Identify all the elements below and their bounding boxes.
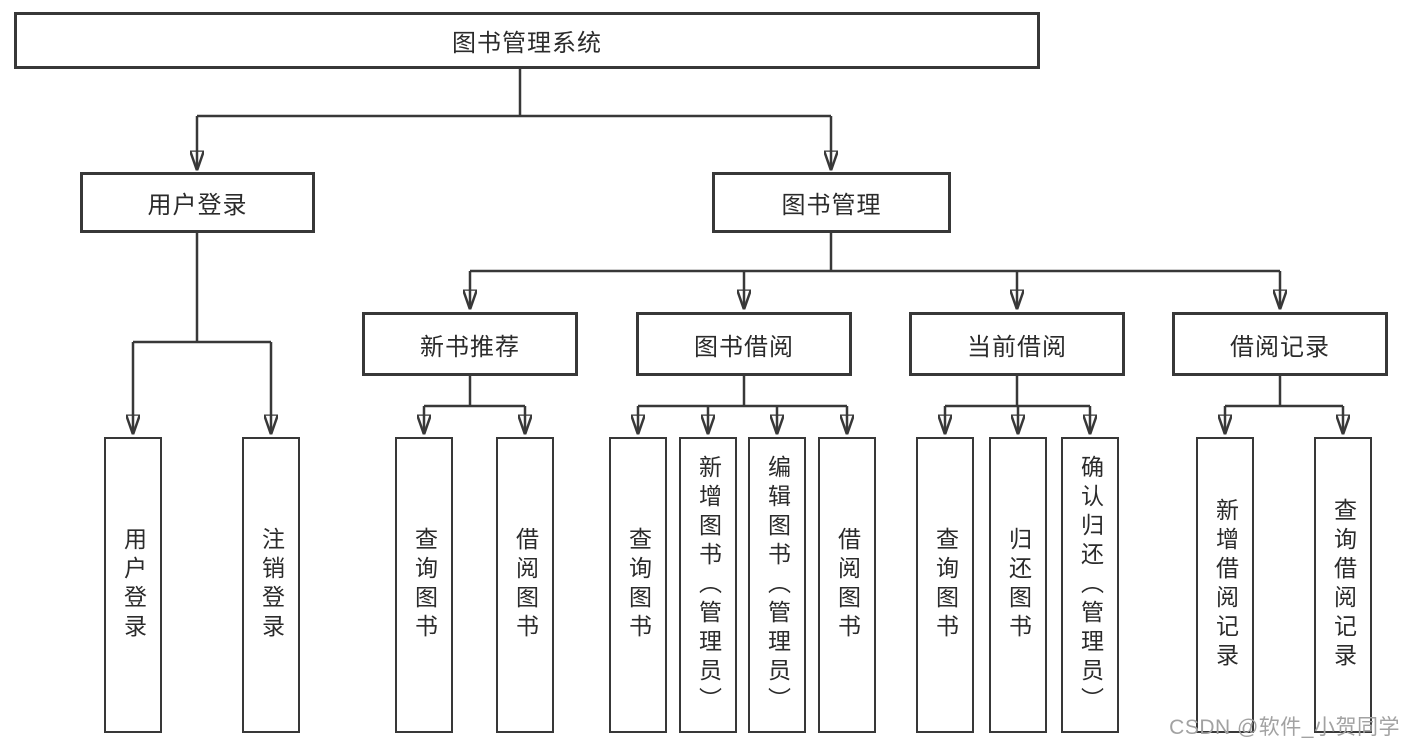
- node-label: 图书管理: [781, 192, 882, 219]
- leaf-borrow-books-recommend: 借阅图书: [496, 437, 554, 733]
- edge-book-management-to-level2: [470, 233, 1280, 309]
- leaf-add-borrow-record: 新增借阅记录: [1196, 437, 1254, 733]
- node-root-library-system: 图书管理系统: [14, 12, 1040, 69]
- node-label: 新增图书（管理员）: [695, 454, 722, 716]
- node-label: 确认归还（管理员）: [1077, 454, 1104, 716]
- node-label: 图书管理系统: [452, 30, 602, 57]
- leaf-borrow-books: 借阅图书: [818, 437, 876, 733]
- node-book-management: 图书管理: [712, 172, 951, 233]
- leaf-logout: 注销登录: [242, 437, 300, 733]
- node-label: 当前借阅: [967, 333, 1067, 361]
- leaf-edit-books-admin: 编辑图书（管理员）: [748, 437, 806, 733]
- leaf-confirm-return-admin: 确认归还（管理员）: [1061, 437, 1119, 733]
- node-label: 借阅图书: [512, 527, 539, 643]
- edge-root-to-level1: [197, 69, 831, 170]
- leaf-query-borrow-record: 查询借阅记录: [1314, 437, 1372, 733]
- leaf-add-books-admin: 新增图书（管理员）: [679, 437, 737, 733]
- node-label: 用户登录: [147, 192, 248, 219]
- csdn-watermark: CSDN @软件_小贺同学: [1169, 716, 1400, 739]
- node-new-book-recommend: 新书推荐: [362, 312, 578, 376]
- edge-user-login-to-leaves: [133, 233, 271, 434]
- node-label: 图书借阅: [694, 333, 794, 361]
- leaf-query-books-recommend: 查询图书: [395, 437, 453, 733]
- edge-book-borrow-to-leaves: [638, 376, 847, 434]
- leaf-user-login: 用户登录: [104, 437, 162, 733]
- node-label: 借阅记录: [1230, 333, 1330, 361]
- edge-current-borrow-to-leaves: [945, 376, 1090, 434]
- node-book-borrow: 图书借阅: [636, 312, 852, 376]
- node-label: 归还图书: [1005, 527, 1032, 643]
- node-label: 新书推荐: [420, 333, 520, 361]
- node-label: 查询图书: [411, 527, 438, 643]
- node-label: 查询图书: [625, 527, 652, 643]
- node-label: 查询图书: [932, 527, 959, 643]
- node-label: 新增借阅记录: [1212, 498, 1239, 672]
- node-borrow-records: 借阅记录: [1172, 312, 1388, 376]
- leaf-query-books-borrow: 查询图书: [609, 437, 667, 733]
- node-label: 用户登录: [120, 527, 147, 643]
- edge-new-book-recommend-to-leaves: [424, 376, 525, 434]
- node-label: 查询借阅记录: [1330, 498, 1357, 672]
- node-label: 注销登录: [258, 527, 285, 643]
- node-label: 借阅图书: [834, 527, 861, 643]
- node-label: 编辑图书（管理员）: [764, 454, 791, 716]
- node-current-borrow: 当前借阅: [909, 312, 1125, 376]
- node-user-login: 用户登录: [80, 172, 315, 233]
- edge-borrow-records-to-leaves: [1225, 376, 1343, 434]
- leaf-query-books-current: 查询图书: [916, 437, 974, 733]
- leaf-return-books: 归还图书: [989, 437, 1047, 733]
